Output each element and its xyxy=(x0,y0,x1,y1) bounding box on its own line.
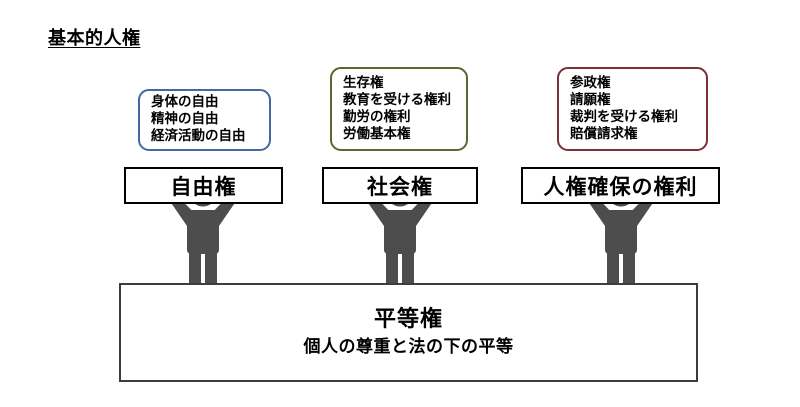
sign-label: 自由権 xyxy=(170,174,237,199)
detail-item: 身体の自由 xyxy=(151,94,219,110)
detail-box-securing: 参政権 請願権 裁判を受ける権利 賠償請求権 xyxy=(557,67,708,151)
detail-box-social: 生存権 教育を受ける権利 勤労の権利 労働基本権 xyxy=(330,67,468,151)
person-holding-sign-icon xyxy=(354,189,446,286)
sign-label: 人権確保の権利 xyxy=(543,174,698,199)
detail-item: 精神の自由 xyxy=(151,111,219,127)
detail-item: 労働基本権 xyxy=(343,125,411,142)
detail-item: 生存権 xyxy=(343,74,384,91)
page-title: 基本的人権 xyxy=(48,28,141,49)
detail-item: 参政権 xyxy=(570,74,611,91)
sign-social: 社会権 xyxy=(322,167,478,204)
detail-item: 教育を受ける権利 xyxy=(343,91,451,108)
detail-item: 請願権 xyxy=(570,91,611,108)
base-box-equality: 平等権 個人の尊重と法の下の平等 xyxy=(119,283,698,382)
detail-item: 賠償請求権 xyxy=(570,125,638,142)
base-subtitle: 個人の尊重と法の下の平等 xyxy=(303,336,514,357)
detail-box-freedom: 身体の自由 精神の自由 経済活動の自由 xyxy=(138,89,271,151)
sign-securing: 人権確保の権利 xyxy=(521,167,720,204)
sign-label: 社会権 xyxy=(367,174,433,199)
person-holding-sign-icon xyxy=(575,189,667,286)
person-holding-sign-icon xyxy=(157,189,249,286)
base-title: 平等権 xyxy=(373,306,443,332)
detail-item: 経済活動の自由 xyxy=(151,128,246,144)
detail-item: 裁判を受ける権利 xyxy=(570,108,678,125)
detail-item: 勤労の権利 xyxy=(343,108,411,125)
sign-freedom: 自由権 xyxy=(124,167,283,204)
